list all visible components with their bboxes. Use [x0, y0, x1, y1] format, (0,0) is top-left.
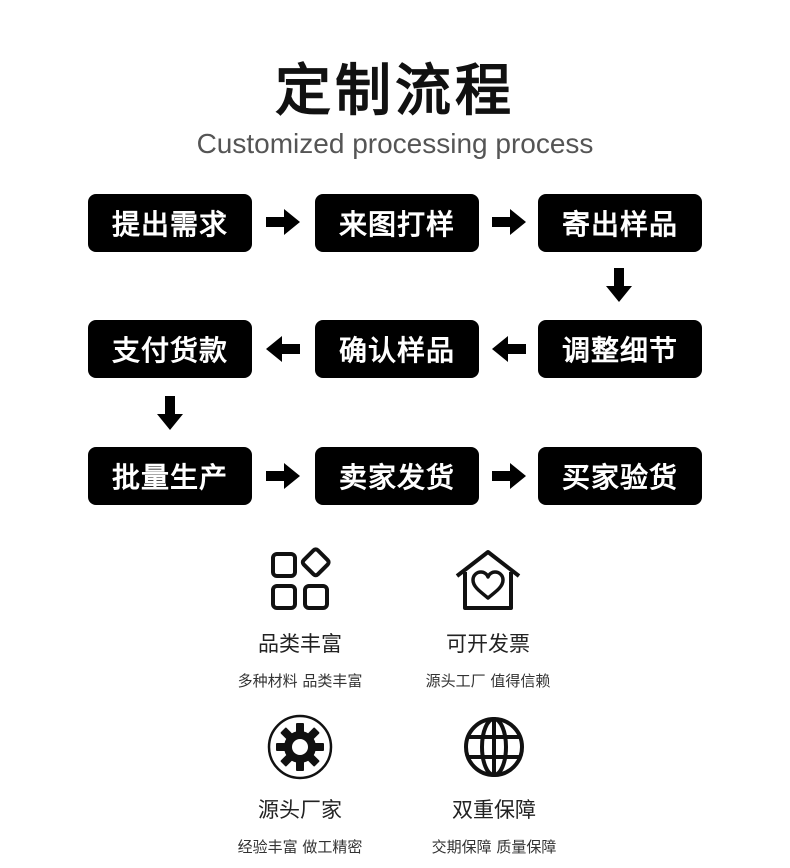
feature-subtitle: 交期保障 质量保障	[431, 838, 557, 856]
arrow-left-icon	[492, 336, 526, 362]
feature-title: 双重保障	[452, 798, 536, 822]
feature-manufacturer: 源头厂家 经验丰富 做工精密	[200, 712, 400, 857]
arrow-right-icon	[492, 209, 526, 235]
step-confirm-samples: 确认样品	[315, 320, 479, 378]
gear-wrench-icon	[267, 714, 333, 780]
page-subtitle: Customized processing process	[196, 128, 594, 159]
step-submit-requirements: 提出需求	[88, 194, 252, 252]
feature-variety: 品类丰富 多种材料 品类丰富	[200, 546, 400, 691]
globe-icon	[464, 717, 524, 777]
arrow-right-icon	[492, 463, 526, 489]
feature-title: 品类丰富	[258, 632, 342, 656]
feature-guarantee: 双重保障 交期保障 质量保障	[394, 712, 594, 857]
arrow-down-icon	[606, 268, 632, 302]
step-adjust-details: 调整细节	[538, 320, 702, 378]
step-buyer-inspects: 买家验货	[538, 447, 702, 505]
feature-subtitle: 经验丰富 做工精密	[237, 838, 363, 856]
step-payment: 支付货款	[88, 320, 252, 378]
category-grid-icon	[271, 547, 331, 610]
step-send-samples: 寄出样品	[538, 194, 702, 252]
arrow-down-icon	[157, 396, 183, 430]
arrow-left-icon	[266, 336, 300, 362]
feature-subtitle: 源头工厂 值得信赖	[425, 672, 551, 690]
feature-title: 可开发票	[446, 632, 530, 656]
arrow-right-icon	[266, 463, 300, 489]
page-title: 定制流程	[275, 59, 515, 124]
house-heart-icon	[455, 550, 521, 610]
step-mass-production: 批量生产	[88, 447, 252, 505]
feature-title: 源头厂家	[258, 798, 342, 822]
step-seller-ships: 卖家发货	[315, 447, 479, 505]
step-drawing-sampling: 来图打样	[315, 194, 479, 252]
feature-invoice: 可开发票 源头工厂 值得信赖	[388, 546, 588, 691]
feature-subtitle: 多种材料 品类丰富	[237, 672, 363, 690]
arrow-right-icon	[266, 209, 300, 235]
